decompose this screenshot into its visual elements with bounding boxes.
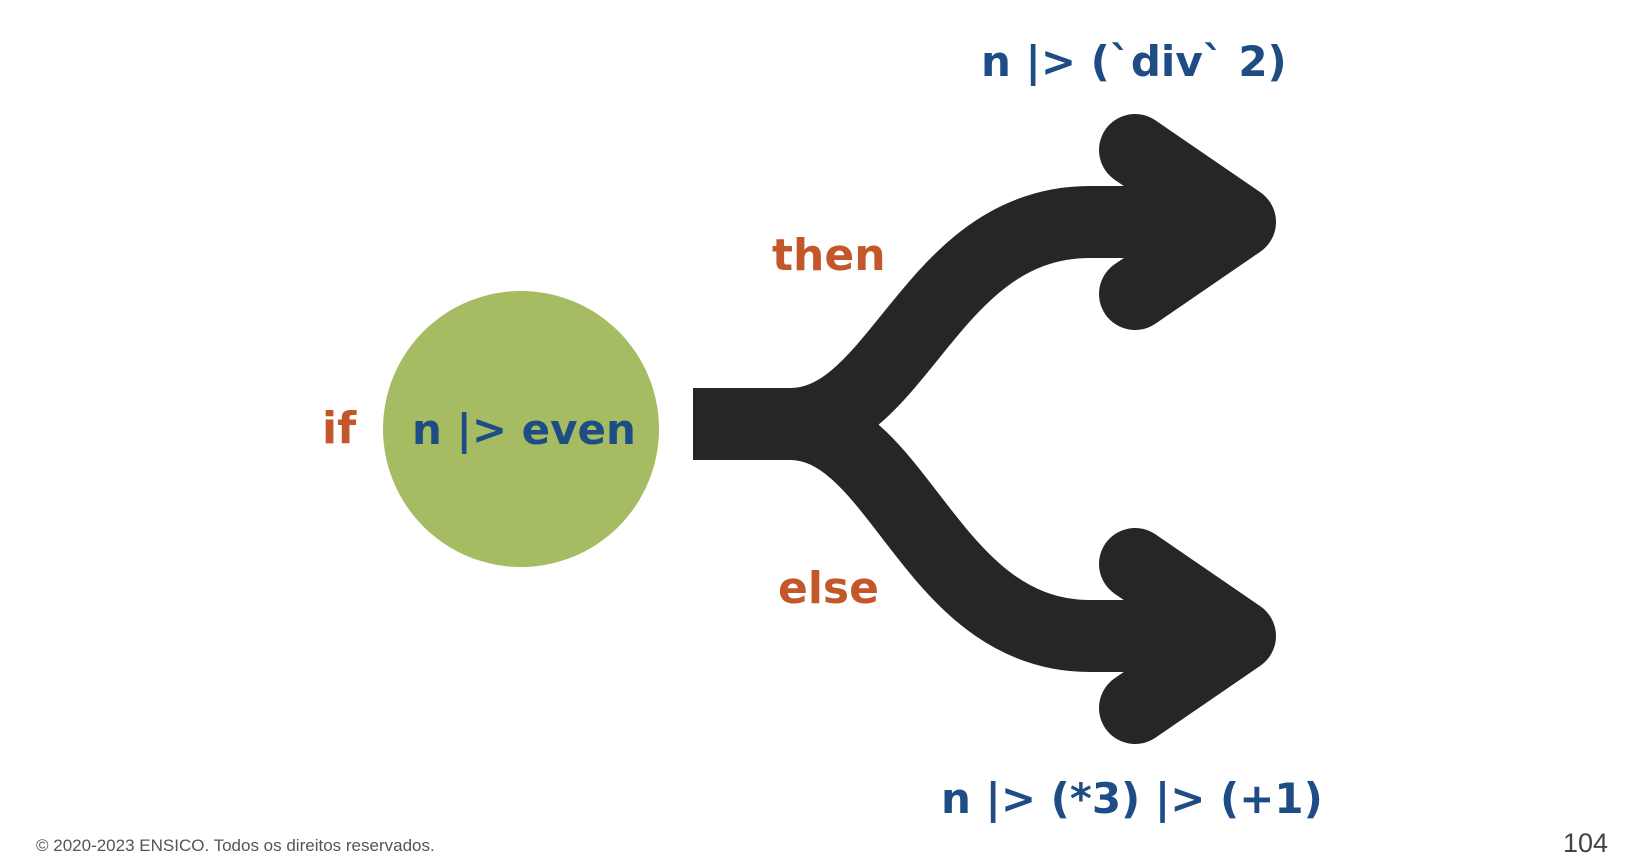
copyright-footer: © 2020-2023 ENSICO. Todos os direitos re… (36, 836, 435, 855)
lower-arrowhead (1099, 528, 1276, 744)
else-keyword: else (778, 563, 879, 614)
upper-arrowhead (1099, 114, 1276, 330)
then-keyword: then (772, 230, 886, 281)
condition-expression: n |> even (412, 405, 636, 454)
else-expression: n |> (*3) |> (+1) (941, 774, 1323, 823)
if-keyword: if (322, 403, 357, 454)
page-number: 104 (1562, 828, 1608, 858)
condition-circle (383, 291, 659, 567)
then-expression: n |> (`div` 2) (981, 37, 1287, 86)
fork-lower-branch (787, 388, 1210, 672)
